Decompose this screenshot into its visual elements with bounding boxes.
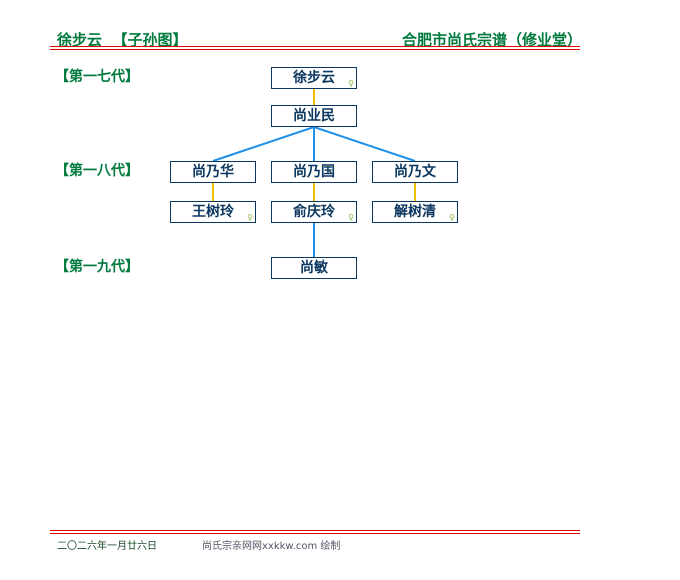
- spouse-box[interactable]: 俞庆玲 ♀: [271, 201, 357, 223]
- spouse-box[interactable]: 解树清 ♀: [372, 201, 458, 223]
- person-name: 尚敏: [300, 260, 328, 276]
- person-box[interactable]: 尚敏: [271, 257, 357, 279]
- header-rule: [50, 49, 580, 50]
- generation-18-label: 【第一八代】: [55, 163, 139, 179]
- person-name: 徐步云: [293, 70, 335, 86]
- chart-type: 【子孙图】: [112, 31, 188, 49]
- generation-17-label: 【第一七代】: [55, 69, 139, 85]
- person-box[interactable]: 尚乃华: [170, 161, 256, 183]
- person-name: 解树清: [394, 204, 436, 220]
- person-name: 王树玲: [192, 204, 234, 220]
- person-box[interactable]: 尚乃国: [271, 161, 357, 183]
- header-title: 徐步云 【子孙图】: [57, 29, 187, 50]
- generation-19-label: 【第一九代】: [55, 259, 139, 275]
- spouse-box[interactable]: 王树玲 ♀: [170, 201, 256, 223]
- child-line: [313, 126, 416, 162]
- person-box[interactable]: 尚业民: [271, 105, 357, 127]
- header-rule: [50, 46, 580, 47]
- root-person-name: 徐步云: [57, 31, 103, 49]
- footer-credit: 尚氏宗亲网网xxkkw.com 绘制: [202, 541, 341, 552]
- genealogy-title: 合肥市尚氏宗谱（修业堂）: [402, 31, 583, 49]
- person-name: 尚乃华: [192, 164, 234, 180]
- female-icon: ♀: [348, 213, 354, 222]
- person-box[interactable]: 尚乃文: [372, 161, 458, 183]
- person-box[interactable]: 徐步云 ♀: [271, 67, 357, 89]
- person-name: 尚乃文: [394, 164, 436, 180]
- female-icon: ♀: [449, 213, 455, 222]
- person-name: 俞庆玲: [293, 204, 335, 220]
- footer-date: 二〇二六年一月廿六日: [57, 541, 157, 552]
- child-line: [212, 126, 315, 162]
- female-icon: ♀: [348, 79, 354, 88]
- female-icon: ♀: [247, 213, 253, 222]
- person-name: 尚乃国: [293, 164, 335, 180]
- person-name: 尚业民: [293, 108, 335, 124]
- footer-rule: [50, 530, 580, 531]
- footer-rule: [50, 533, 580, 534]
